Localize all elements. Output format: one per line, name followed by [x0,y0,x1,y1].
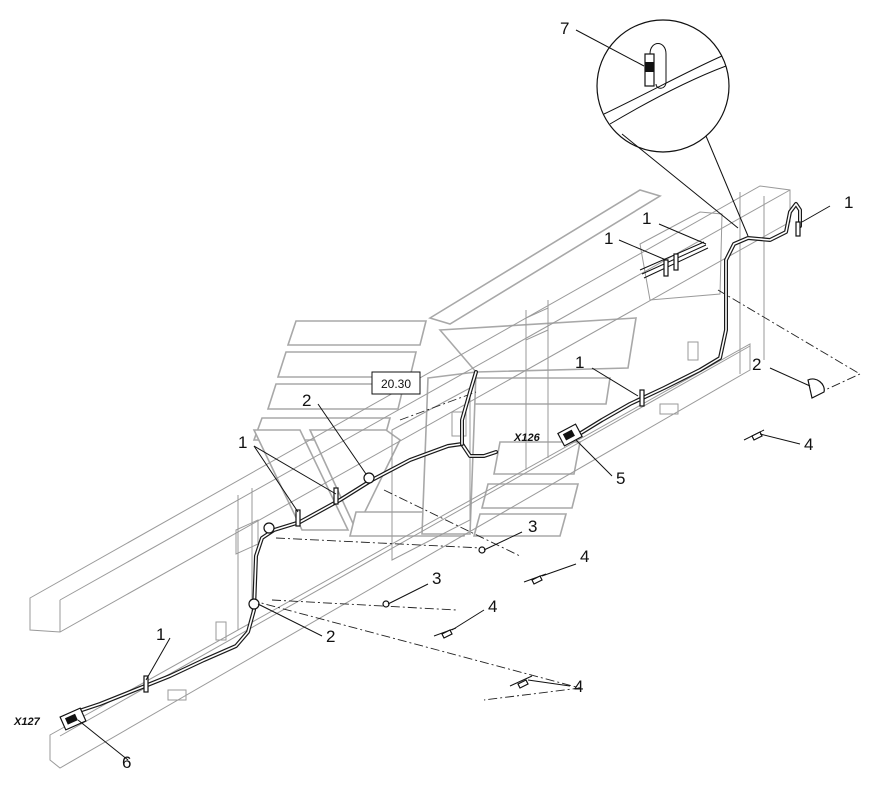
callout-1: 1 [575,353,584,372]
reference-box: 20.30 [371,371,421,395]
callout-1: 1 [238,433,247,452]
callout-3: 3 [528,517,537,536]
detail-view [596,19,749,237]
callout-2: 2 [302,391,311,410]
callout-1: 1 [604,229,613,248]
callout-5: 5 [616,469,625,488]
cable-clamps [143,221,825,693]
callout-6: 6 [122,753,131,772]
connector-label-x127: X127 [13,716,41,728]
reference-label: 20.30 [381,377,411,391]
connector-label-x126: X126 [513,432,541,444]
callout-1: 1 [642,209,651,228]
callout-4: 4 [804,435,813,454]
callout-2: 2 [326,627,335,646]
connector-x126 [557,423,583,447]
callout-1: 1 [156,625,165,644]
callout-4: 4 [488,597,497,616]
callout-leaders [77,29,831,761]
callout-numbers: 1 1 1 1 1 1 2 2 2 3 3 4 4 4 4 5 6 7 [122,19,853,772]
callout-3: 3 [432,569,441,588]
connector-x127 [59,707,87,731]
callout-4: 4 [580,547,589,566]
wiring-harness [74,202,802,714]
exploded-guide-lines [249,289,861,701]
callout-1: 1 [844,193,853,212]
callout-4: 4 [574,677,583,696]
watermark-logo [252,189,662,537]
callout-7: 7 [560,19,569,38]
callout-2: 2 [752,355,761,374]
